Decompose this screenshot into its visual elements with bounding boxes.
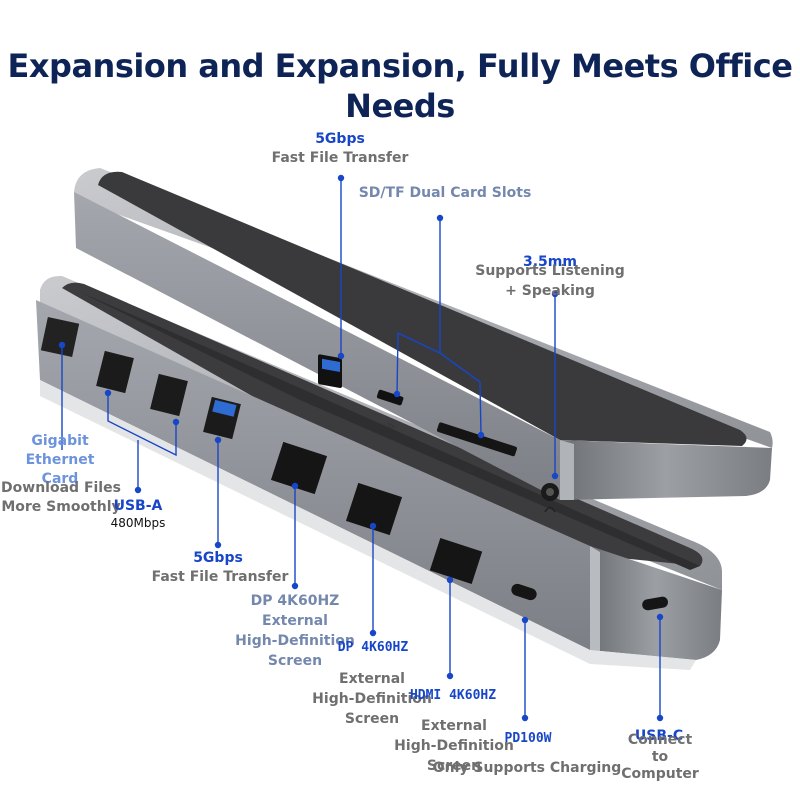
ethernet-port (40, 317, 80, 357)
dp2-label-line2: High-Definition (312, 691, 432, 707)
top-device-ports: TF SD (318, 354, 559, 513)
hdmi-label-line1: External (421, 718, 487, 734)
usb-c-title-label: USB-C (634, 728, 684, 744)
pd-usb-c-port (511, 583, 537, 601)
ethernet-label-line2: Ethernet (25, 452, 95, 468)
tf-slot (376, 389, 404, 406)
top-usb3-speed-label: 5Gbps (315, 131, 365, 147)
usb-c-desc-line2: to (651, 749, 669, 765)
sd-slot (436, 422, 517, 457)
pd-title-label: PD100W (504, 731, 552, 746)
usb-c-desc-line1: Connect (627, 732, 693, 748)
dp1-label-line3: High-Definition (235, 633, 355, 649)
dp-port-1 (270, 441, 328, 495)
ethernet-label-line3: Card (41, 471, 79, 487)
hdmi-label-line3: Screen (426, 758, 482, 774)
dp2-title-label: DP 4K60HZ (337, 640, 409, 655)
dp1-label-line2: External (262, 613, 328, 629)
audio-jack-desc-line1: Supports Listening (475, 263, 625, 279)
hdmi-label-line2: High-Definition (394, 738, 514, 754)
ethernet-desc-line2: More Smoothly (1, 499, 121, 515)
audio-jack-desc-line2: + Speaking (505, 283, 595, 299)
headphone-icon (544, 506, 556, 513)
title-line-2: Needs (345, 87, 455, 125)
title-line-1: Expansion and Expansion, Fully Meets Off… (7, 47, 793, 85)
dp-port-2 (345, 482, 403, 536)
top-usb3-desc-label: Fast File Transfer (271, 150, 409, 166)
top-hub-device (74, 168, 773, 500)
ethernet-desc-line1: Download Files (1, 480, 121, 496)
usb-c-host-port (642, 596, 668, 611)
dp1-label-line4: Screen (267, 653, 323, 669)
dp1-label-line1: DP 4K60HZ (250, 593, 340, 609)
hdmi-port (429, 538, 483, 584)
usb-c-desc-line3: Computer (621, 766, 699, 782)
usb-a-port-1 (96, 350, 134, 394)
usb-a-speed-label: 480Mbps (110, 516, 166, 530)
card-slots-label: SD/TF Dual Card Slots (358, 185, 532, 201)
pd-desc-label: Only Supports Charging (432, 760, 622, 776)
dp2-label-line3: Screen (344, 711, 400, 727)
hdmi-title-label: HDMI 4K60HZ (409, 688, 497, 703)
sd-slot-label: SD (463, 464, 475, 475)
callout-lines (58, 174, 664, 722)
page-title: Expansion and Expansion, Fully Meets Off… (0, 46, 800, 126)
bottom-usb3-speed-label: 5Gbps (193, 550, 243, 566)
usb-a-title-label: USB-A (113, 498, 163, 514)
usb-a-port-2 (150, 373, 188, 417)
bottom-device-ports (40, 317, 668, 611)
ethernet-label-line1: Gigabit (31, 433, 89, 449)
audio-jack-size-label: 3.5mm (523, 254, 577, 270)
tf-slot-label: TF (384, 422, 395, 432)
dp2-label-line1: External (339, 671, 405, 687)
bottom-usb3-desc-label: Fast File Transfer (151, 569, 289, 585)
